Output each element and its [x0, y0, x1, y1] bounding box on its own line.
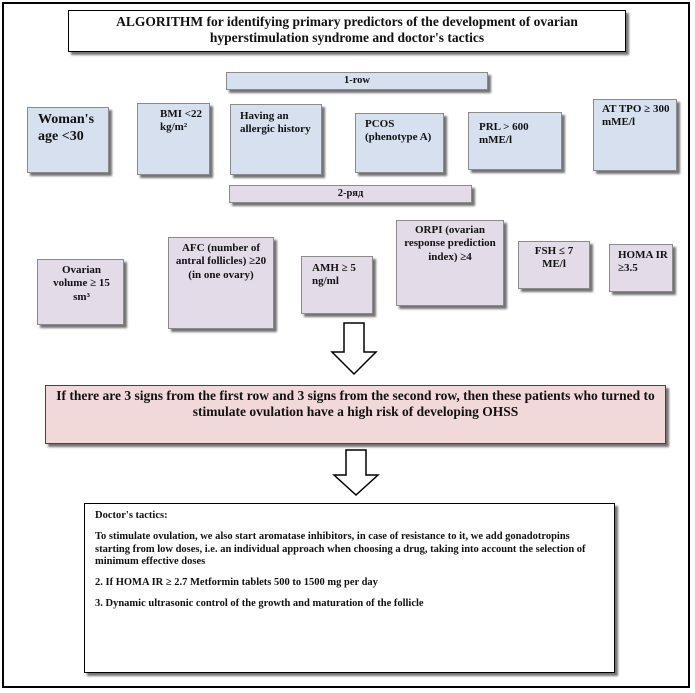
tactics-heading: Doctor's tactics: [95, 510, 168, 521]
row1-item-allergy: Having an allergic history [230, 104, 322, 175]
tactics-item: 2. If HOMA IR ≥ 2.7 Metformin tablets 50… [95, 577, 378, 589]
row2-item-orpi: ORPI (ovarian response prediction index)… [396, 220, 504, 306]
row1-item-bmi: BMI <22 kg/m² [137, 103, 210, 175]
row1-item-attpo: AT TPO ≥ 300 mME/l [593, 99, 677, 171]
row1-item-pcos: PCOS (phenotype A) [355, 113, 444, 173]
row2-item-ovarian-volume: Ovarian volume ≥ 15 sm³ [37, 259, 124, 325]
row2-item-homa: HOMA IR ≥3.5 [609, 244, 673, 292]
row1-item-age: Woman's age <30 [27, 107, 109, 173]
down-arrow-icon [332, 449, 380, 497]
row1-label: 1-row [226, 72, 488, 90]
diagram-title: ALGORITHM for identifying primary predic… [68, 10, 626, 52]
diagram-frame [2, 2, 690, 688]
row1-item-prl: PRL > 600 mME/l [468, 112, 562, 170]
down-arrow-icon [330, 322, 378, 376]
row2-item-fsh: FSH ≤ 7 ME/l [518, 241, 590, 289]
tactics-item: 3. Dynamic ultrasonic control of the gro… [95, 597, 424, 609]
row2-item-afc: AFC (number of antral follicles) ≥20 (in… [168, 237, 274, 329]
row2-item-amh: AMH ≥ 5 ng/ml [301, 256, 373, 314]
doctor-tactics-box: Doctor's tactics: To stimulate ovulation… [84, 503, 615, 673]
row2-label: 2-ряд [229, 185, 472, 203]
tactics-item: To stimulate ovulation, we also start ar… [95, 530, 586, 568]
conclusion-box: If there are 3 signs from the first row … [45, 385, 666, 444]
